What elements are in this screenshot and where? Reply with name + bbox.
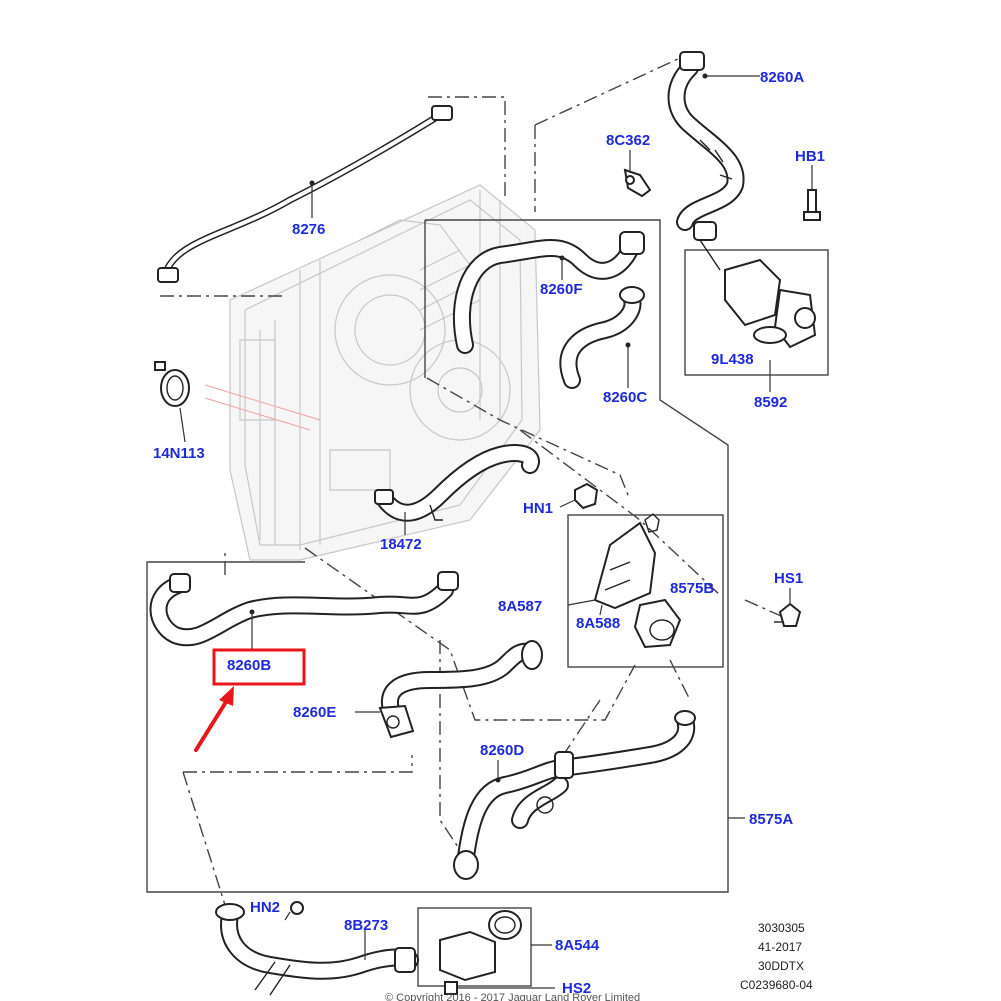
label-8592: 8592 [754,394,787,411]
meta-line-1: 3030305 [758,921,805,935]
part-8260C-hose [559,286,645,389]
radiator-assembly-illustration [204,184,541,561]
label-8260B: 8260B [227,657,271,674]
meta-line-2: 41-2017 [758,940,802,954]
part-18472-hose [374,444,540,535]
part-8260B-hose [149,571,459,650]
label-8B273: 8B273 [344,917,388,934]
part-8C362-sensor [623,150,652,198]
part-8B273-pipe [215,901,419,996]
label-8276: 8276 [292,221,325,238]
part-14N113-clamp [154,361,190,443]
label-8C362: 8C362 [606,132,650,149]
label-18472: 18472 [380,536,422,553]
grouping-lines [160,57,791,906]
part-8260A-hose [667,51,760,241]
label-HS2: HS2 [562,980,591,997]
label-HN1: HN1 [523,500,553,517]
label-HB1: HB1 [795,148,825,165]
copyright-notice: © Copyright 2016 - 2017 Jaguar Land Rove… [385,992,640,1001]
meta-line-3: 30DDTX [758,959,804,973]
label-8575B: 8575B [670,580,714,597]
part-HN1-nut [559,482,599,510]
part-8276-pipe [157,105,453,283]
label-8A588: 8A588 [576,615,620,632]
label-8260F: 8260F [540,281,583,298]
label-8260E: 8260E [293,704,336,721]
highlight-box [212,648,306,686]
part-8A544-outlet [439,910,552,982]
part-HS2-screw [444,981,555,995]
meta-line-4: C0239680-04 [740,978,813,992]
label-8575A: 8575A [749,811,793,828]
label-HN2: HN2 [250,899,280,916]
group-boxes [146,219,829,987]
label-8260D: 8260D [480,742,524,759]
highlight-annotation [194,648,306,752]
part-HS1-screw [774,588,802,627]
label-9L438: 9L438 [711,351,754,368]
part-HB1-bolt [803,165,821,221]
highlight-arrow-shaft [194,695,231,752]
label-8260C: 8260C [603,389,647,406]
drawing-metadata: 3030305 41-2017 30DDTX C0239680-04 [740,921,813,992]
label-8A587: 8A587 [498,598,542,615]
part-8260E-hose [355,640,543,739]
part-8592-housing [699,239,817,392]
label-8260A: 8260A [760,69,804,86]
part-8260D-hose [453,710,696,880]
part-labels: 8260A 8C362 HB1 8276 8260F 9L438 8592 82… [153,69,825,997]
label-8A544: 8A544 [555,937,600,954]
label-14N113: 14N113 [153,445,205,462]
label-HS1: HS1 [774,570,803,587]
highlight-arrow-head [219,686,234,706]
part-8A587-bracket [567,513,682,649]
part-8260F-hose [452,231,645,354]
